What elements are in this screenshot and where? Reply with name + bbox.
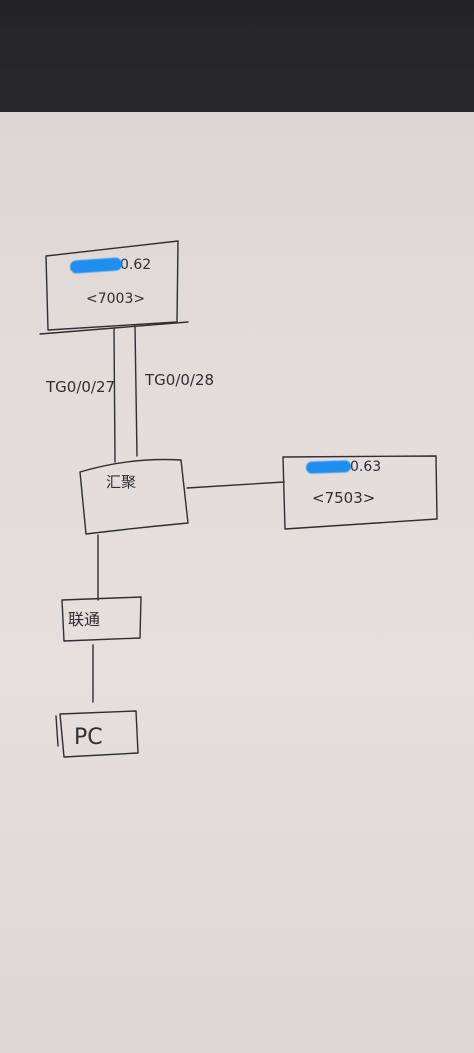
- top-router-box: [45, 240, 179, 331]
- core-switch-label: 汇聚: [106, 473, 136, 491]
- uplink-left: [113, 327, 116, 463]
- redaction-right: [305, 460, 352, 474]
- port-right-label: TG0/0/28: [144, 371, 214, 389]
- uplink-right: [134, 325, 138, 457]
- port-left-label: TG0/0/27: [45, 378, 115, 396]
- isp-box: [61, 596, 142, 642]
- right-router-ip: 0.63: [350, 459, 381, 475]
- pc-label: PC: [74, 725, 103, 750]
- link-core-right: [186, 481, 285, 489]
- isp-label: 联通: [68, 610, 100, 629]
- right-router-box: [282, 455, 438, 530]
- core-switch-box: [79, 458, 189, 535]
- right-router-model: <7503>: [312, 489, 375, 507]
- top-router-ip: 0.62: [120, 257, 151, 273]
- pc-box: [59, 710, 139, 758]
- top-router-model: <7003>: [86, 291, 145, 307]
- dark-background: [0, 0, 474, 122]
